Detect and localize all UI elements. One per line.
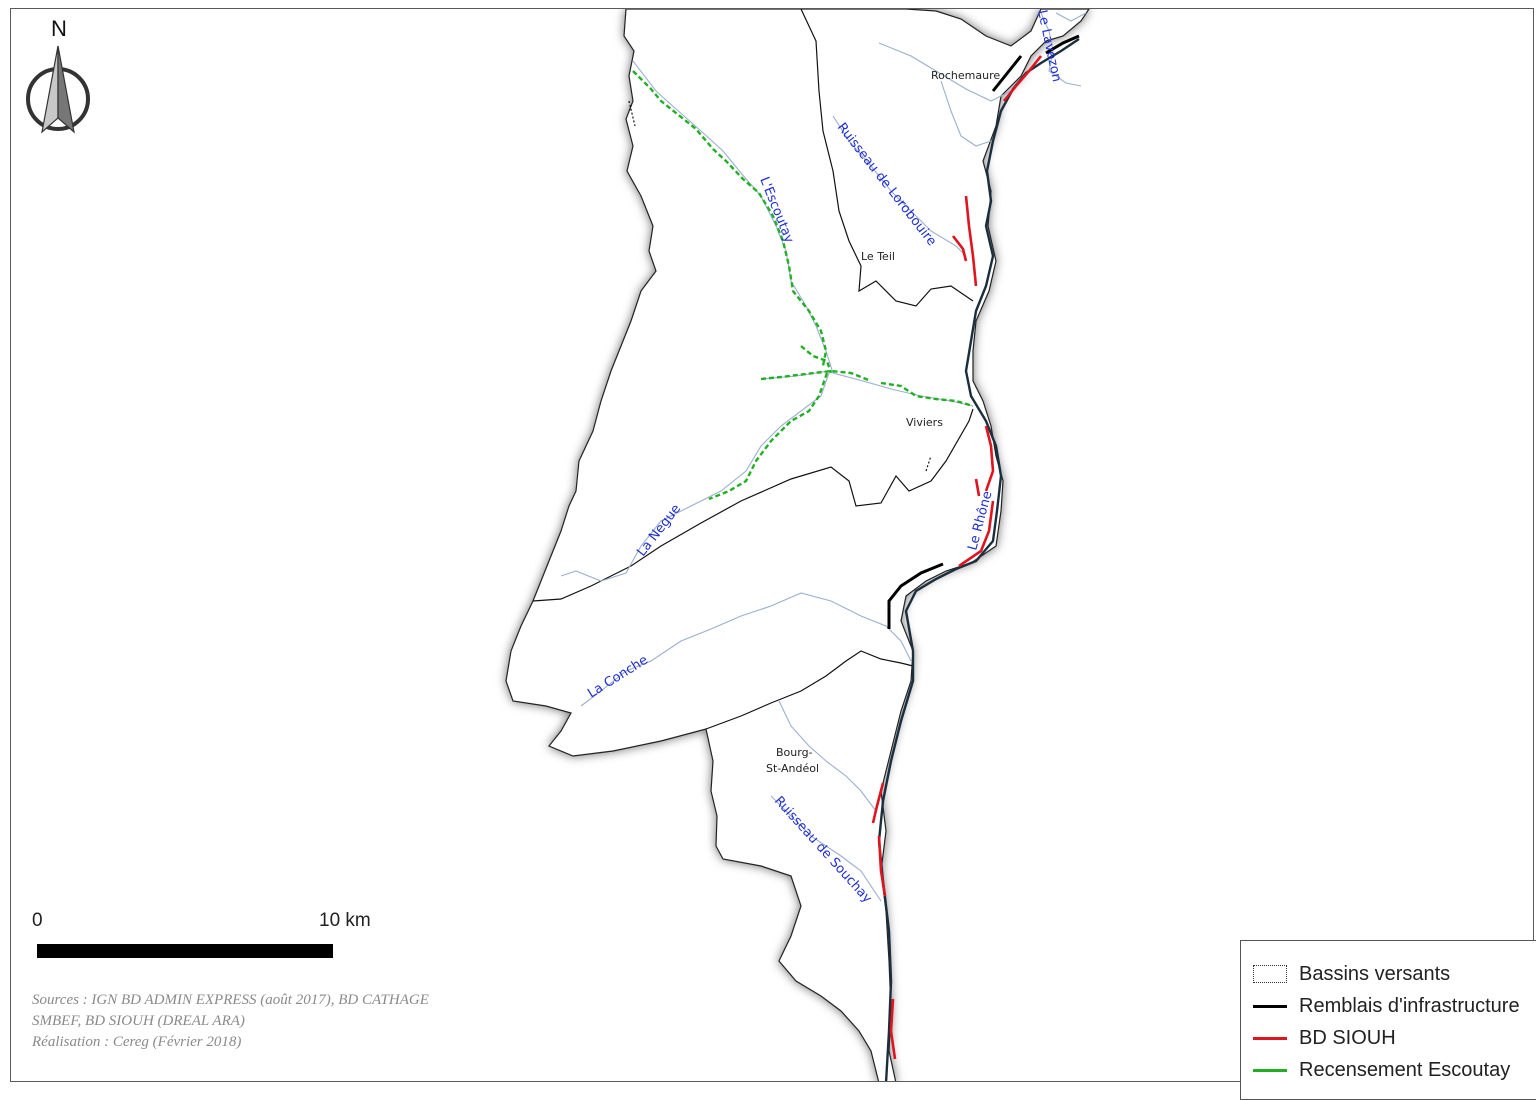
legend-item-siouh: BD SIOUH (1251, 1025, 1396, 1051)
legend-swatch-green-line (1251, 1059, 1289, 1081)
legend-swatch-red-line (1251, 1027, 1289, 1049)
legend-label: BD SIOUH (1299, 1026, 1396, 1049)
legend-label: Bassins versants (1299, 962, 1451, 985)
siouh-lines (871, 55, 1043, 1060)
sources-line-1: Sources : IGN BD ADMIN EXPRESS (août 201… (32, 992, 429, 1008)
rhone-river (877, 38, 1080, 1081)
label-le-teil: Le Teil (861, 250, 895, 263)
label-bourg-2: St-Andéol (766, 762, 819, 775)
sources-text: Sources : IGN BD ADMIN EXPRESS (août 201… (32, 990, 552, 1053)
study-area-outline (505, 9, 1090, 1081)
remblais-lines (887, 34, 1080, 629)
map-legend: Bassins versants Remblais d'infrastructu… (1240, 940, 1536, 1100)
legend-item-escoutay: Recensement Escoutay (1251, 1057, 1510, 1083)
map-canvas[interactable]: Le Lavezon Ruisseau de Lorobouire L'Esco… (11, 9, 1534, 1082)
basin-divides (532, 9, 974, 730)
scale-zero-label: 0 (32, 910, 43, 931)
legend-label: Remblais d'infrastructure (1299, 994, 1520, 1017)
map-frame: Le Lavezon Ruisseau de Lorobouire L'Esco… (10, 8, 1534, 1082)
legend-label: Recensement Escoutay (1299, 1058, 1511, 1081)
north-arrow: N (24, 16, 94, 134)
sources-line-2: SMBEF, BD SIOUH (DREAL ARA) (32, 1013, 245, 1029)
scale-bar: 0 10 km (32, 908, 412, 968)
legend-swatch-black-line (1251, 995, 1289, 1017)
sources-line-3: Réalisation : Cereg (Février 2018) (32, 1034, 242, 1050)
label-rochemaure: Rochemaure (931, 69, 1000, 82)
town-labels: Rochemaure Le Teil Viviers Bourg- St-And… (766, 69, 1000, 775)
scale-line (37, 944, 333, 958)
north-letter: N (51, 16, 67, 41)
scale-max-label: 10 km (319, 910, 371, 931)
legend-swatch-dotted-box (1251, 963, 1289, 985)
label-bourg-1: Bourg- (776, 746, 813, 759)
label-viviers: Viviers (906, 416, 943, 429)
escoutay-lines (632, 70, 974, 501)
legend-item-bassins: Bassins versants (1251, 961, 1450, 987)
legend-item-remblais: Remblais d'infrastructure (1251, 993, 1520, 1019)
north-arrow-icon (26, 45, 90, 134)
